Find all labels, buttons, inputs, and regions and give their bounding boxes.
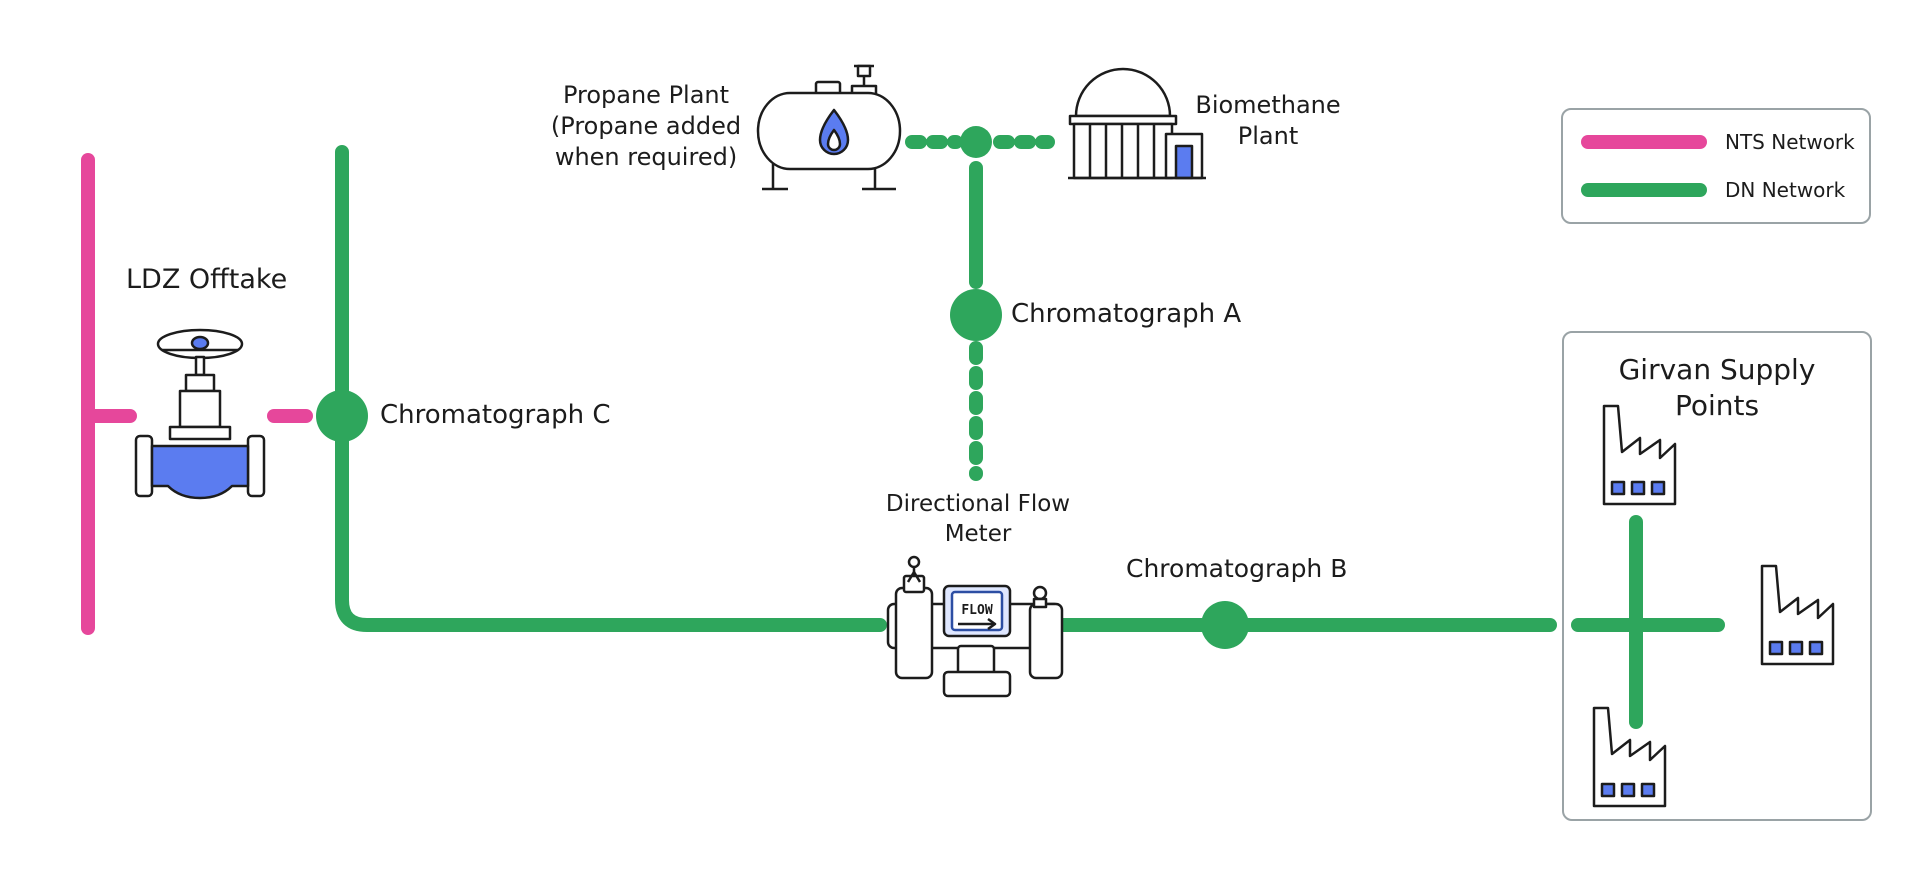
biomethane-plant-label: Biomethane Plant [1195, 91, 1341, 151]
flow-meter-icon [886, 555, 1064, 698]
legend-label: DN Network [1725, 178, 1846, 202]
valve-icon [134, 328, 266, 500]
propane-plant-label: Propane Plant (Propane added when requir… [550, 81, 742, 172]
flow-meter-badge: FLOW [961, 603, 992, 618]
factory-icon [1602, 404, 1677, 506]
girvan-supply-points-label: Girvan Supply Points [1618, 353, 1816, 423]
factory-icon [1592, 706, 1667, 808]
nts-network [81, 153, 313, 635]
chromatograph-b-label: Chromatograph B [1126, 554, 1348, 583]
chromatograph-c-label: Chromatograph C [380, 400, 611, 430]
junction-node [960, 126, 992, 158]
dn-network [335, 135, 1725, 729]
flow-meter-label: Directional Flow Meter [885, 491, 1071, 547]
dn-main-pipe [335, 145, 887, 632]
girvan-supply-points-group [1562, 331, 1872, 821]
chromatograph-c-node [316, 390, 368, 442]
chromatograph-a-node [950, 289, 1002, 341]
ldz-offtake-label: LDZ Offtake [126, 264, 288, 295]
chromatograph-nodes [316, 126, 1249, 649]
legend-label: NTS Network [1725, 130, 1855, 154]
legend-item-nts: NTS Network [1581, 130, 1855, 154]
biomethane-plant-icon [1068, 67, 1206, 180]
chromatograph-a-label: Chromatograph A [1011, 299, 1242, 329]
legend: NTS Network DN Network [1561, 108, 1871, 224]
chromatograph-b-node [1201, 601, 1249, 649]
factory-icon [1760, 564, 1835, 666]
legend-item-dn: DN Network [1581, 178, 1846, 202]
propane-tank-icon [756, 64, 902, 191]
legend-swatch-nts [1581, 135, 1707, 149]
legend-swatch-dn [1581, 183, 1707, 197]
